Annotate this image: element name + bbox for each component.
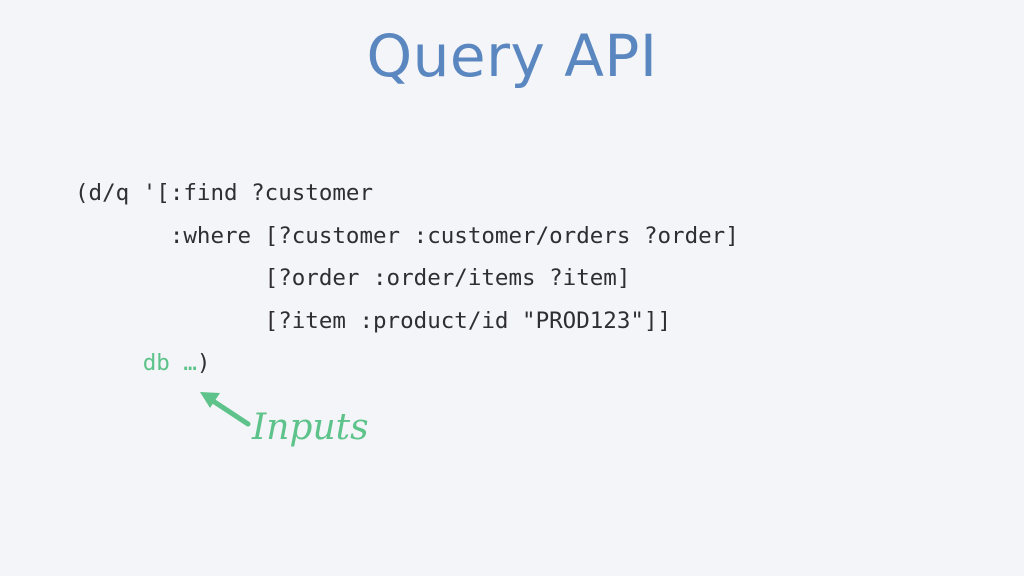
code-line-2: :where [?customer :customer/orders ?orde…	[75, 222, 739, 249]
code-line-5: db …)	[75, 342, 739, 385]
arrow-up-left-icon	[200, 392, 251, 427]
inputs-highlight: db …	[142, 350, 197, 376]
slide-title: Query API	[366, 22, 658, 90]
code-line-4: [?item :product/id "PROD123"]]	[75, 307, 672, 334]
code-block: (d/q '[:find ?customer :where [?customer…	[75, 172, 739, 385]
inputs-label: Inputs	[252, 407, 369, 448]
code-line-3: [?order :order/items ?item]	[75, 265, 631, 291]
code-indent	[75, 350, 143, 376]
closing-paren: )	[196, 350, 211, 376]
code-line-1: (d/q '[:find ?customer	[75, 180, 374, 206]
